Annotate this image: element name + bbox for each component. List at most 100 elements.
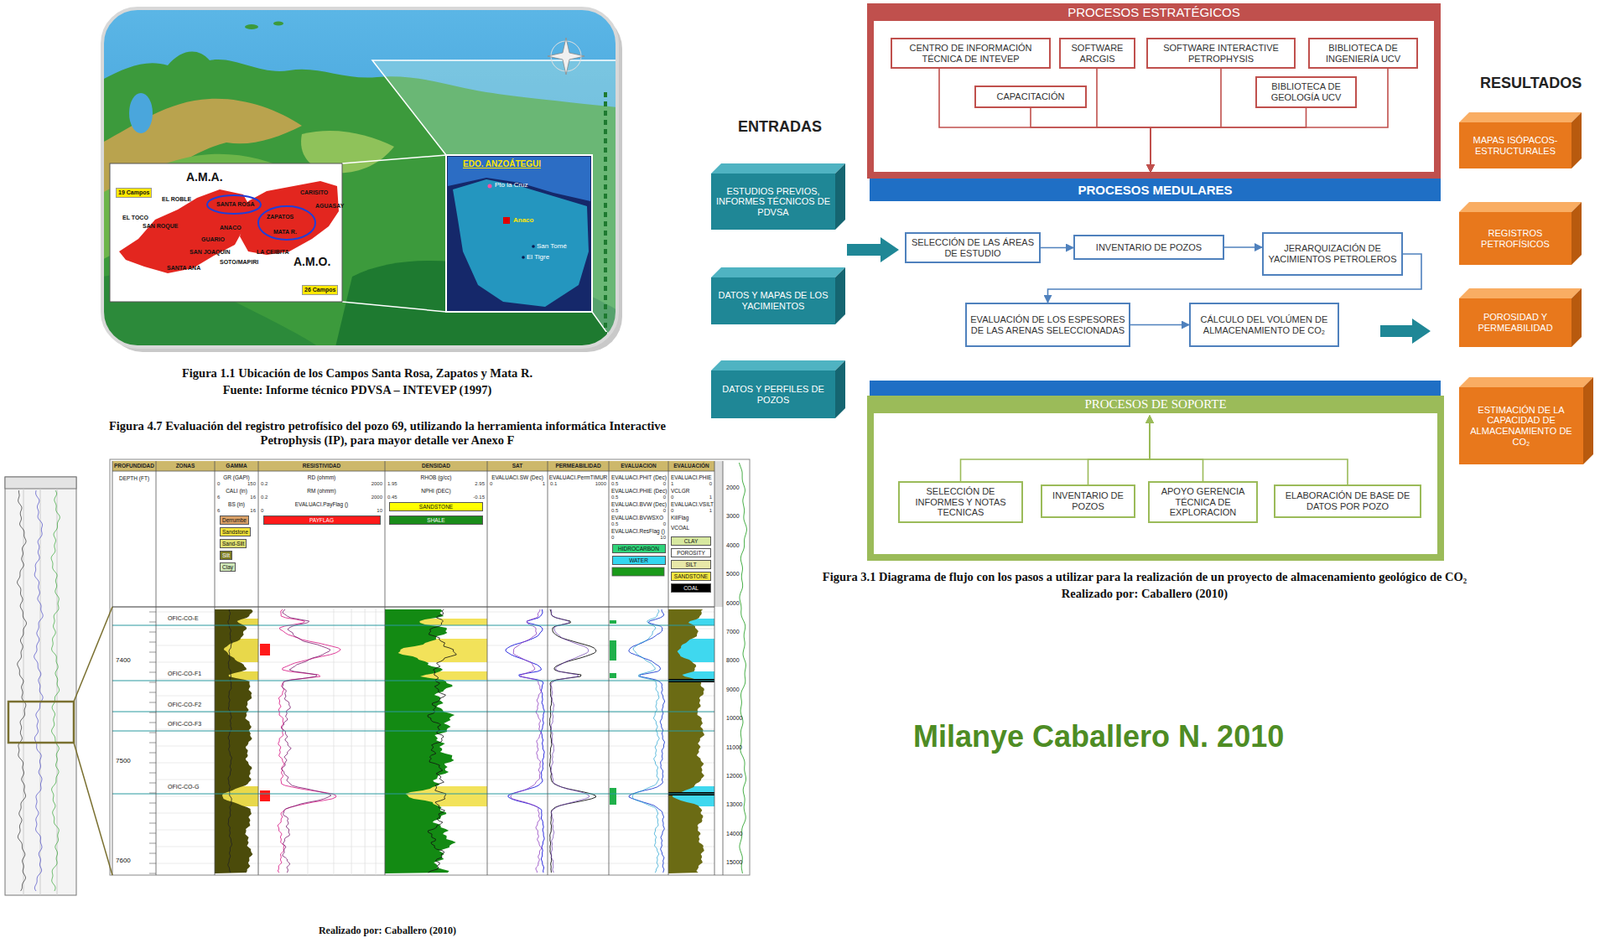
author-watermark: Milanye Caballero N. 2010 (913, 719, 1284, 754)
box-text-area: MAPAS ISÓPACOS-ESTRUCTURALES (1459, 122, 1572, 169)
depth-tick (149, 773, 156, 775)
depth-tick (149, 763, 156, 764)
well-log (5, 459, 750, 896)
map-label: SANTA ROSA (216, 201, 255, 208)
curve-name: VCOAL (670, 524, 690, 531)
section-heading: RESULTADOS (1480, 74, 1582, 93)
box-top (711, 163, 846, 174)
map-label: ZAPATOS (266, 213, 294, 221)
track-header: RESISTIVIDAD (302, 462, 342, 469)
porosity-curve (632, 609, 660, 873)
box-side (835, 360, 846, 419)
state-inset (452, 179, 589, 307)
input-arrow (846, 237, 899, 263)
box-side (1571, 288, 1582, 348)
zone-line (112, 680, 715, 681)
connector (1030, 108, 1151, 172)
track-header: PROFUNDIDAD (114, 462, 155, 469)
lithology-key: COAL (670, 583, 712, 593)
state-inset (531, 244, 536, 249)
result-arrow (1380, 318, 1431, 344)
porosity-curve (628, 609, 665, 873)
curve-name: EVALUACI.SW (Dec) (491, 474, 544, 481)
curve-name: KillFlag (670, 514, 689, 521)
box-text: EVALUACIÓN DE LOS ESPESORES DE LAS ARENA… (969, 314, 1127, 336)
well-log (608, 461, 610, 876)
support-group: PROCESOS DE SOPORTESELECCIÓN DE INFORMES… (867, 395, 1445, 562)
scale-value: 0.5 (611, 521, 619, 528)
depth-tick (149, 672, 156, 674)
fields-inset (239, 181, 339, 255)
scale-value: -0.15 (472, 494, 485, 501)
curve-name: BS (in) (228, 501, 245, 508)
depth-value: 7600 (115, 857, 131, 865)
lithology-key: Silt (219, 550, 233, 561)
state-inset (488, 184, 493, 189)
input-box: ESTUDIOS PREVIOS, INFORMES TÉCNICOS DE P… (711, 163, 846, 230)
town-label: Pto la Cruz (494, 181, 529, 189)
fields-inset (258, 206, 316, 240)
resource-box: BIBLIOTECA DE INGENIERÍA UCV (1308, 37, 1419, 69)
location-map (102, 8, 623, 353)
result-box: ESTIMACIÓN DE LA CAPACIDAD DE ALMACENAMI… (1459, 377, 1594, 465)
scale-value: 16 (249, 508, 256, 515)
box-text: INVENTARIO DE POZOS (1096, 242, 1202, 254)
pay-flag (259, 790, 271, 802)
depth-tick (149, 632, 156, 634)
location-map (102, 8, 618, 348)
grid-line (332, 608, 334, 876)
strategic-group: PROCESOS ESTRATÉGICOSCENTRO DE INFORMACI… (867, 3, 1441, 179)
process-box: CÁLCULO DEL VOLÚMEN DE ALMACENAMIENTO DE… (1189, 302, 1340, 348)
curve-name: VCLGR (670, 488, 690, 494)
well-log (214, 461, 216, 876)
connector (1088, 415, 1151, 485)
depth-tick (149, 793, 156, 795)
curve-name: GR (GAPI) (223, 474, 250, 481)
process-box: INVENTARIO DE POZOS (1073, 234, 1225, 260)
box-top (711, 267, 846, 278)
box-text: JERARQUIZACIÓN DE YACIMIENTOS PETROLEROS (1266, 243, 1399, 265)
lithology-key: Derrumbe (219, 515, 250, 525)
box-front (1459, 387, 1584, 465)
depth-value: 7500 (115, 757, 131, 765)
track-header: SAT (512, 462, 524, 469)
saturation-curve (505, 609, 545, 873)
connector (1096, 68, 1151, 172)
town-label: El Tigre (526, 253, 550, 261)
clay-fill (668, 609, 705, 874)
gamma-fill (214, 609, 254, 874)
location-map (342, 155, 447, 164)
box-front (711, 370, 836, 419)
lithology-key: SILT (670, 560, 712, 570)
scale-value: 0 (663, 494, 666, 501)
process-box: EVALUACIÓN DE LOS ESPESORES DE LAS ARENA… (965, 302, 1131, 348)
figure-caption: Realizado por: Caballero (2010) (1061, 587, 1228, 602)
scale-value: 0.2 (260, 481, 268, 488)
connector (1130, 324, 1190, 327)
scale-value: 0 (260, 508, 264, 515)
lithology-key: PAYFLAG (263, 515, 381, 525)
well-log (714, 461, 723, 608)
result-arrow (1380, 318, 1431, 344)
curve-name: CALI (in) (225, 488, 248, 494)
well-log (112, 461, 715, 472)
depth-tick (149, 742, 156, 744)
resource-box: SOFTWARE ARCGIS (1059, 37, 1136, 69)
scale-value: 1.95 (387, 481, 398, 488)
zone-name: OFIC-CO-F2 (167, 701, 202, 709)
map-label: SOTO/MAPIRI (219, 259, 259, 266)
track-header: DENSIDAD (421, 462, 451, 469)
box-text: SELECCIÓN DE LAS ÁREAS DE ESTUDIO (909, 237, 1037, 259)
scale-value: 1 (542, 481, 546, 488)
depth-tick (149, 652, 156, 654)
lithology-key: SANDSTONE (670, 571, 712, 582)
depth-tick (149, 702, 156, 704)
area-label: A.M.O. (293, 254, 331, 269)
result-box: MAPAS ISÓPACOS-ESTRUCTURALES (1459, 112, 1582, 169)
scale-value: 0 (709, 481, 712, 488)
map-label: EL TOCO (122, 214, 149, 222)
connector (1040, 247, 1074, 250)
box-text: CAPACITACIÓN (997, 91, 1065, 103)
curve-name: EVALUACI.BVWSXO (611, 514, 664, 521)
